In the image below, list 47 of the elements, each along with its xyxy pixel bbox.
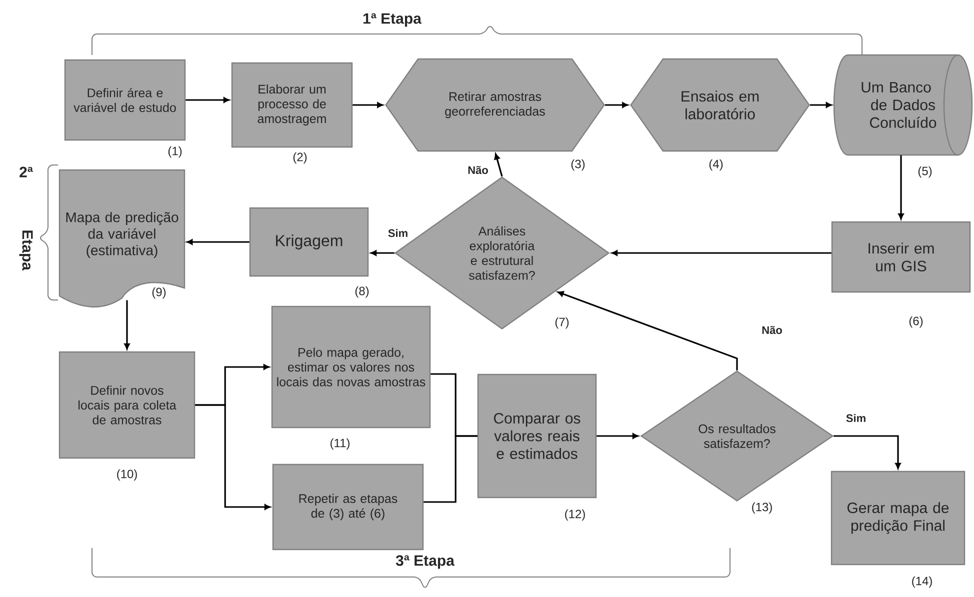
stage-label: 1ª Etapa: [364, 13, 422, 27]
arrow: [596, 433, 638, 439]
step-number: (4): [709, 159, 723, 171]
edge-label: Sim: [844, 412, 868, 424]
process-box: Inserir em um GIS: [831, 221, 971, 293]
arrow: [558, 291, 738, 370]
arrow: [370, 250, 394, 256]
stage-label: 2ª: [20, 166, 33, 178]
hexagon-box: Retirar amostras georreferenciadas: [385, 58, 605, 152]
arrow: [494, 154, 503, 177]
process-box: Elaborar um processo de amostragem: [231, 62, 353, 148]
arrow: [186, 239, 250, 245]
arrow: [124, 300, 130, 350]
step-number: (2): [293, 152, 307, 164]
step-number: (10): [117, 469, 137, 481]
stage-label: Etapa: [19, 230, 33, 271]
arrow: [352, 102, 383, 108]
arrow: [810, 102, 832, 108]
step-number: (13): [752, 502, 772, 514]
process-box: Pelo mapa gerado, estimar os valores nos locais das novas amostras: [271, 306, 431, 428]
database-cylinder: Um Banco de Dados Concluído: [833, 54, 973, 156]
arrow: [612, 250, 832, 256]
process-box: Krigagem: [249, 207, 369, 277]
step-number: (12): [565, 509, 585, 521]
step-number: (5): [918, 166, 932, 178]
process-box: Gerar mapa de predição Final: [830, 470, 966, 566]
step-number: (1): [168, 146, 182, 158]
stage-label: 3ª Etapa: [396, 555, 455, 569]
step-number: (8): [355, 286, 369, 298]
hexagon-box: Ensaios em laboratório: [630, 58, 810, 152]
arrow: [834, 435, 901, 469]
step-number: (9): [152, 287, 166, 299]
arrow: [898, 155, 904, 220]
edge-label: Não: [466, 164, 490, 176]
step-number: (3): [571, 159, 585, 171]
step-number: (7): [555, 317, 569, 329]
process-box: Definir novos locais para coleta de amostras: [58, 351, 196, 459]
edge-label: Não: [760, 324, 784, 336]
process-box: Comparar os valores reais e estimados: [477, 374, 597, 498]
arrow: [604, 102, 628, 108]
process-box: Definir área e variável de estudo: [64, 59, 186, 141]
arrow: [186, 97, 230, 103]
arrow: [195, 404, 270, 510]
step-number: (11): [330, 438, 350, 450]
process-box: Repetir as etapas de (3) até (6): [272, 464, 424, 550]
step-number: (6): [909, 316, 923, 328]
step-number: (14): [912, 576, 932, 588]
